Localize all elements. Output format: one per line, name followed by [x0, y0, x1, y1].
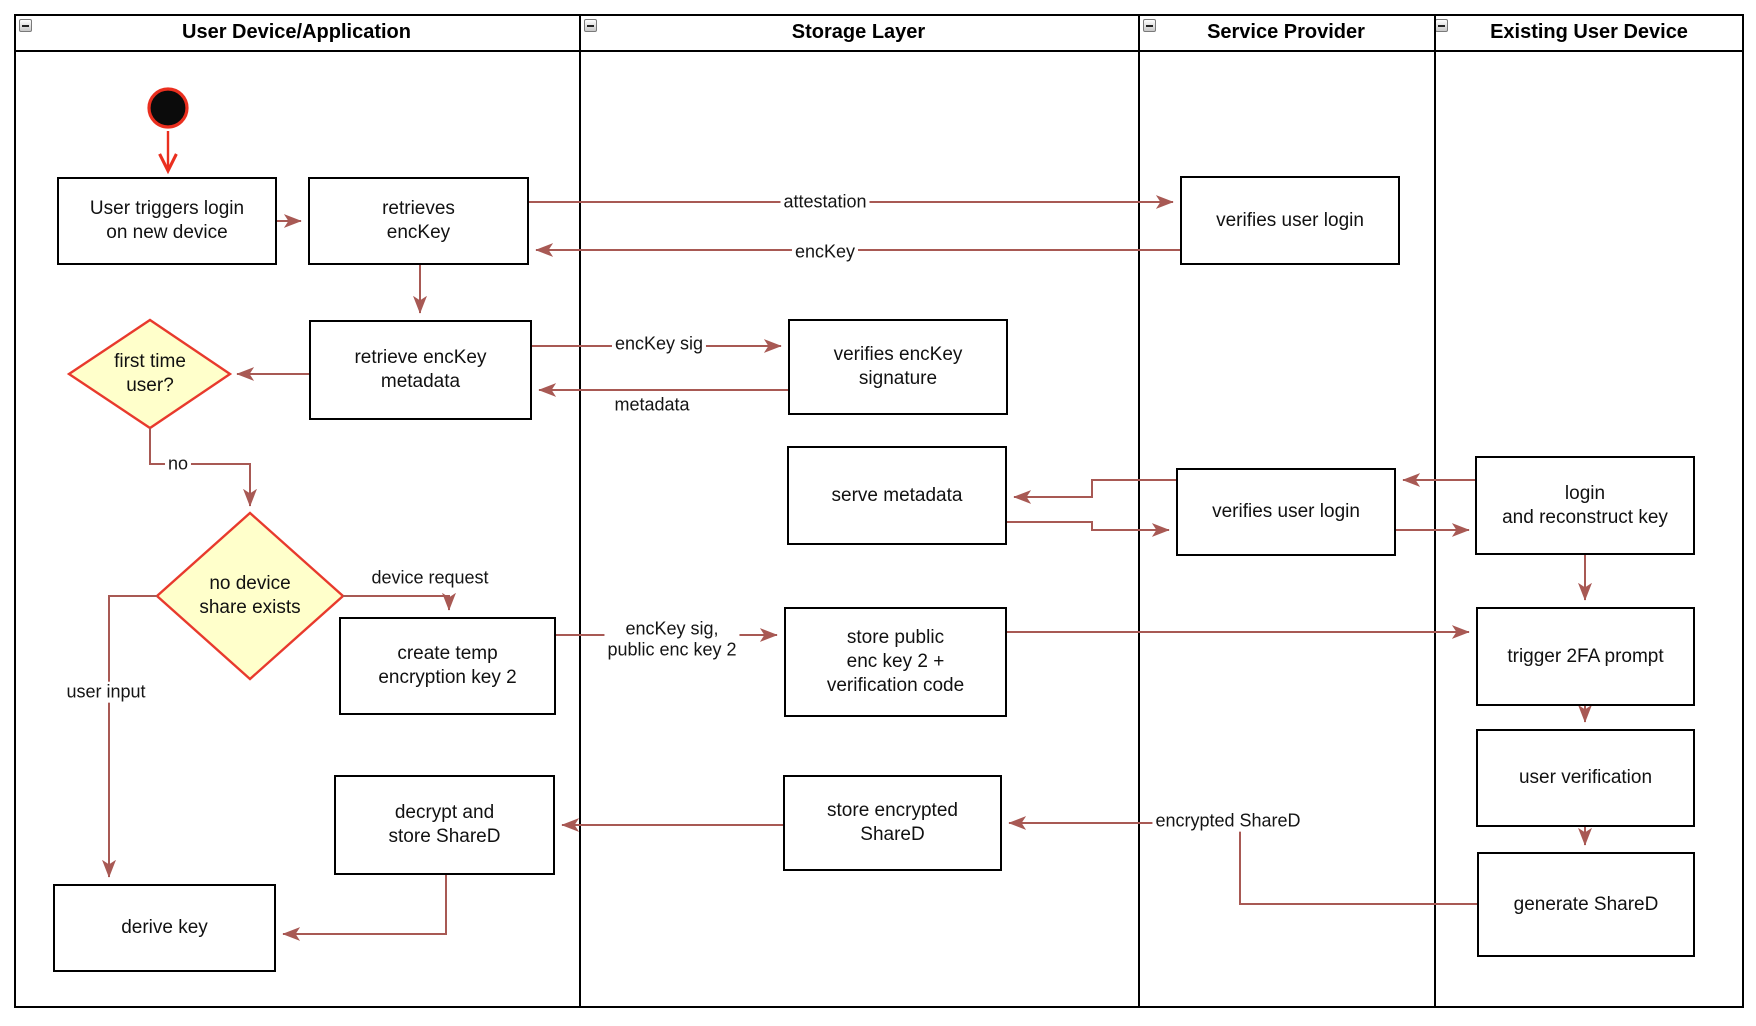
- edge-label-metadata: metadata: [614, 394, 690, 415]
- collapse-icon[interactable]: [1435, 19, 1448, 32]
- collapse-icon[interactable]: [1143, 19, 1156, 32]
- edge-label-enckey: encKey: [791, 241, 859, 263]
- node-retrieve-enckey-metadata[interactable]: retrieve encKey metadata: [309, 320, 532, 420]
- edge-label-enckey-sig-public: encKey sig, public enc key 2: [604, 618, 740, 660]
- node-serve-metadata[interactable]: serve metadata: [787, 446, 1007, 545]
- node-decrypt-and-store-shared[interactable]: decrypt and store ShareD: [334, 775, 555, 875]
- decision-first-time-user-label[interactable]: first time user?: [114, 351, 186, 396]
- edge-label-no: no: [164, 453, 192, 475]
- node-verifies-enckey-signature[interactable]: verifies encKey signature: [788, 319, 1008, 415]
- lane-title: Service Provider: [1207, 20, 1365, 43]
- lane-divider: [579, 14, 581, 1008]
- edge-label-encrypted-shared: encrypted ShareD: [1152, 810, 1304, 832]
- lane-header-service-provider[interactable]: Service Provider: [1138, 14, 1434, 52]
- edge-label-user-input: user input: [63, 681, 149, 703]
- lane-title: User Device/Application: [182, 20, 411, 43]
- edge-label-enckey-sig: encKey sig: [611, 333, 707, 355]
- collapse-icon[interactable]: [19, 19, 32, 32]
- collapse-icon[interactable]: [584, 19, 597, 32]
- node-derive-key[interactable]: derive key: [53, 884, 276, 972]
- node-login-and-reconstruct-key[interactable]: login and reconstruct key: [1475, 456, 1695, 555]
- lane-divider: [1434, 14, 1436, 1008]
- lane-divider: [1138, 14, 1140, 1008]
- lane-header-existing-device[interactable]: Existing User Device: [1434, 14, 1744, 52]
- node-trigger-2fa-prompt[interactable]: trigger 2FA prompt: [1476, 607, 1695, 706]
- decision-no-device-share-label[interactable]: no device share exists: [199, 573, 301, 618]
- node-create-temp-encryption-key2[interactable]: create temp encryption key 2: [339, 617, 556, 715]
- lane-title: Storage Layer: [791, 20, 926, 43]
- lane-header-user-device[interactable]: User Device/Application: [14, 14, 579, 52]
- node-user-triggers-login[interactable]: User triggers login on new device: [57, 177, 277, 265]
- node-verifies-user-login-mid[interactable]: verifies user login: [1176, 468, 1396, 556]
- node-store-encrypted-shared[interactable]: store encrypted ShareD: [783, 775, 1002, 871]
- node-verifies-user-login-top[interactable]: verifies user login: [1180, 176, 1400, 265]
- lane-title: Existing User Device: [1490, 20, 1688, 43]
- edge-label-attestation: attestation: [780, 191, 870, 213]
- lane-header-storage-layer[interactable]: Storage Layer: [579, 14, 1138, 52]
- node-user-verification[interactable]: user verification: [1476, 729, 1695, 827]
- node-store-public-enc-key2[interactable]: store public enc key 2 + verification co…: [784, 607, 1007, 717]
- node-retrieves-enckey[interactable]: retrieves encKey: [308, 177, 529, 265]
- edge-label-device-request: device request: [371, 567, 489, 588]
- node-generate-shared[interactable]: generate ShareD: [1477, 852, 1695, 957]
